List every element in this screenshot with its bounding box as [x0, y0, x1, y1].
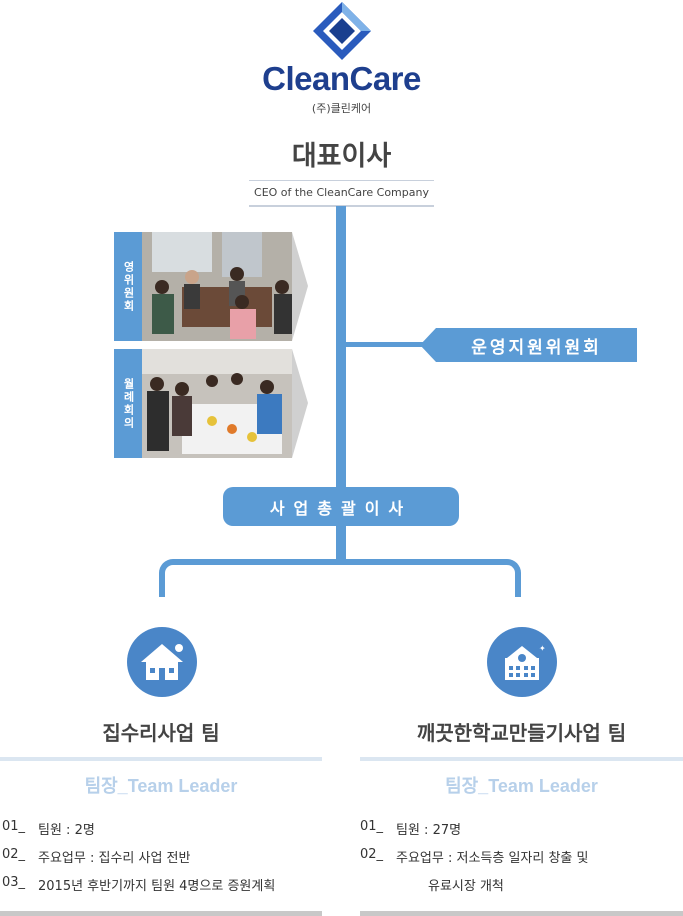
team-items-school: 01_팀원 : 27명 02_주요업무 : 저소득층 일자리 창출 및 유료시장…	[360, 819, 680, 894]
team-title-repair: 집수리사업 팀	[102, 721, 220, 745]
team-title-school: 깨끗한학교만들기사업 팀	[416, 721, 627, 745]
main-vertical-line	[336, 206, 346, 561]
list-item: 02_주요업무 : 집수리 사업 전반	[2, 847, 191, 866]
committee-box: 운영지원위원회	[436, 328, 637, 362]
list-item: 03_2015년 후반기까지 팀원 4명으로 증원계획	[2, 875, 276, 894]
photo-arrow-icon	[292, 232, 308, 341]
cleancare-logo-icon	[313, 2, 371, 60]
monthly-meeting-photo	[142, 349, 292, 458]
team-leader-label: 팀장_Team Leader	[84, 776, 238, 796]
committee-box-tab	[420, 328, 436, 362]
committee-connector	[346, 342, 426, 347]
list-item: 01_팀원 : 27명	[360, 819, 462, 838]
ceo-subtitle: CEO of the CleanCare Company	[249, 180, 434, 207]
team-branch-line	[159, 559, 521, 597]
team-divider	[0, 757, 322, 761]
school-icon: ✦	[487, 627, 557, 697]
director-box: 사업총괄이사	[223, 487, 459, 526]
team-leader-label: 팀장_Team Leader	[445, 776, 598, 796]
logo-wordmark: CleanCare	[262, 60, 421, 97]
list-item: 01_팀원 : 2명	[2, 819, 95, 838]
list-item: 유료시장 개척	[428, 879, 504, 894]
team-items-repair: 01_팀원 : 2명 02_주요업무 : 집수리 사업 전반 03_2015년 …	[2, 819, 322, 894]
svg-text:✦: ✦	[539, 644, 545, 653]
photo-label-committee: 영위원회	[114, 232, 142, 341]
bottom-divider	[360, 911, 683, 916]
list-item: 02_주요업무 : 저소득층 일자리 창출 및	[360, 847, 589, 866]
photo-label-monthly: 월례회의	[114, 349, 142, 458]
ceo-title: 대표이사	[291, 141, 392, 172]
bottom-divider	[0, 911, 322, 916]
logo-subtitle: (주)클린케어	[311, 102, 372, 115]
team-divider	[360, 757, 683, 761]
committee-meeting-photo	[142, 232, 292, 341]
house-icon	[127, 627, 197, 697]
photo-arrow-icon	[292, 349, 308, 458]
